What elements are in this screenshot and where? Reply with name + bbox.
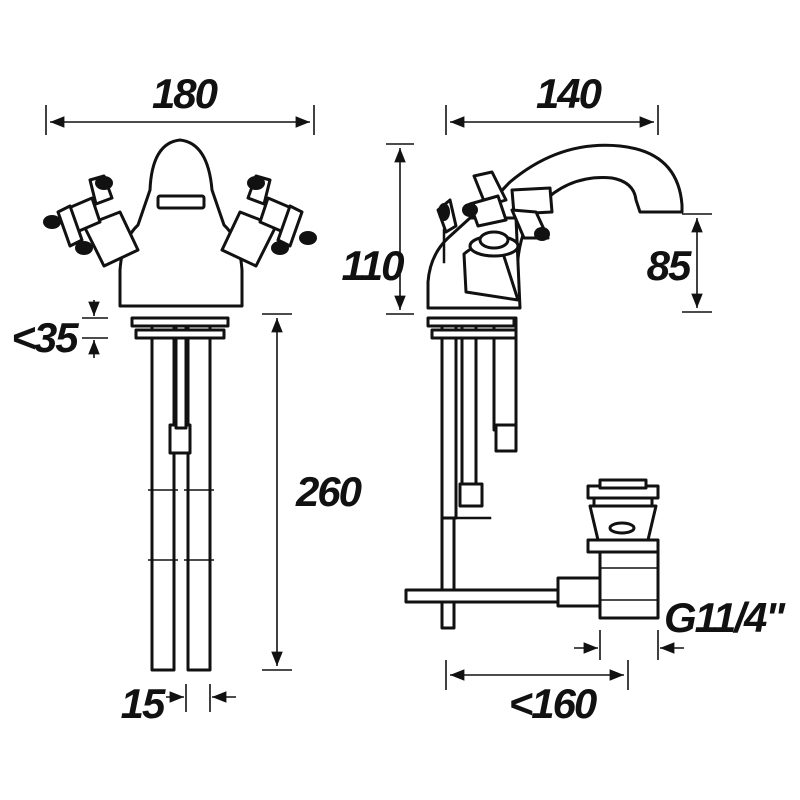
dim-label-85: 85 <box>647 242 692 289</box>
dimension-spout-height: 85 <box>647 213 712 313</box>
front-left-handle <box>43 174 140 268</box>
dim-label-180: 180 <box>152 70 218 117</box>
dim-label-15: 15 <box>121 680 166 727</box>
front-right-handle <box>220 174 317 268</box>
dim-label-160: <160 <box>509 680 597 727</box>
dim-label-260: 260 <box>295 468 362 515</box>
front-tails <box>148 316 214 672</box>
dimension-width-front: 180 <box>45 70 315 135</box>
dimension-tail-spacing: 15 <box>121 680 236 727</box>
dimension-width-side: 140 <box>445 70 659 135</box>
dim-label-thread: G11/4" <box>664 594 786 641</box>
dimension-height-tap: 110 <box>342 143 414 315</box>
front-view <box>43 138 317 672</box>
dim-label-35: <35 <box>11 314 79 361</box>
side-tails <box>440 316 518 630</box>
dimension-tail-length: 260 <box>262 313 364 671</box>
dimension-waste-thread: G11/4" <box>574 594 788 660</box>
dimension-waste-reach: <160 <box>445 660 629 727</box>
side-handle <box>462 170 554 241</box>
side-lever <box>436 198 458 264</box>
front-base-flange <box>130 316 230 340</box>
dim-label-140: 140 <box>536 70 602 117</box>
dim-label-110: 110 <box>342 242 405 289</box>
pop-up-waste <box>404 478 660 620</box>
side-view <box>426 143 684 630</box>
dimension-base-thickness: <35 <box>11 300 108 361</box>
side-base-flange <box>426 316 518 340</box>
front-body <box>118 138 244 308</box>
